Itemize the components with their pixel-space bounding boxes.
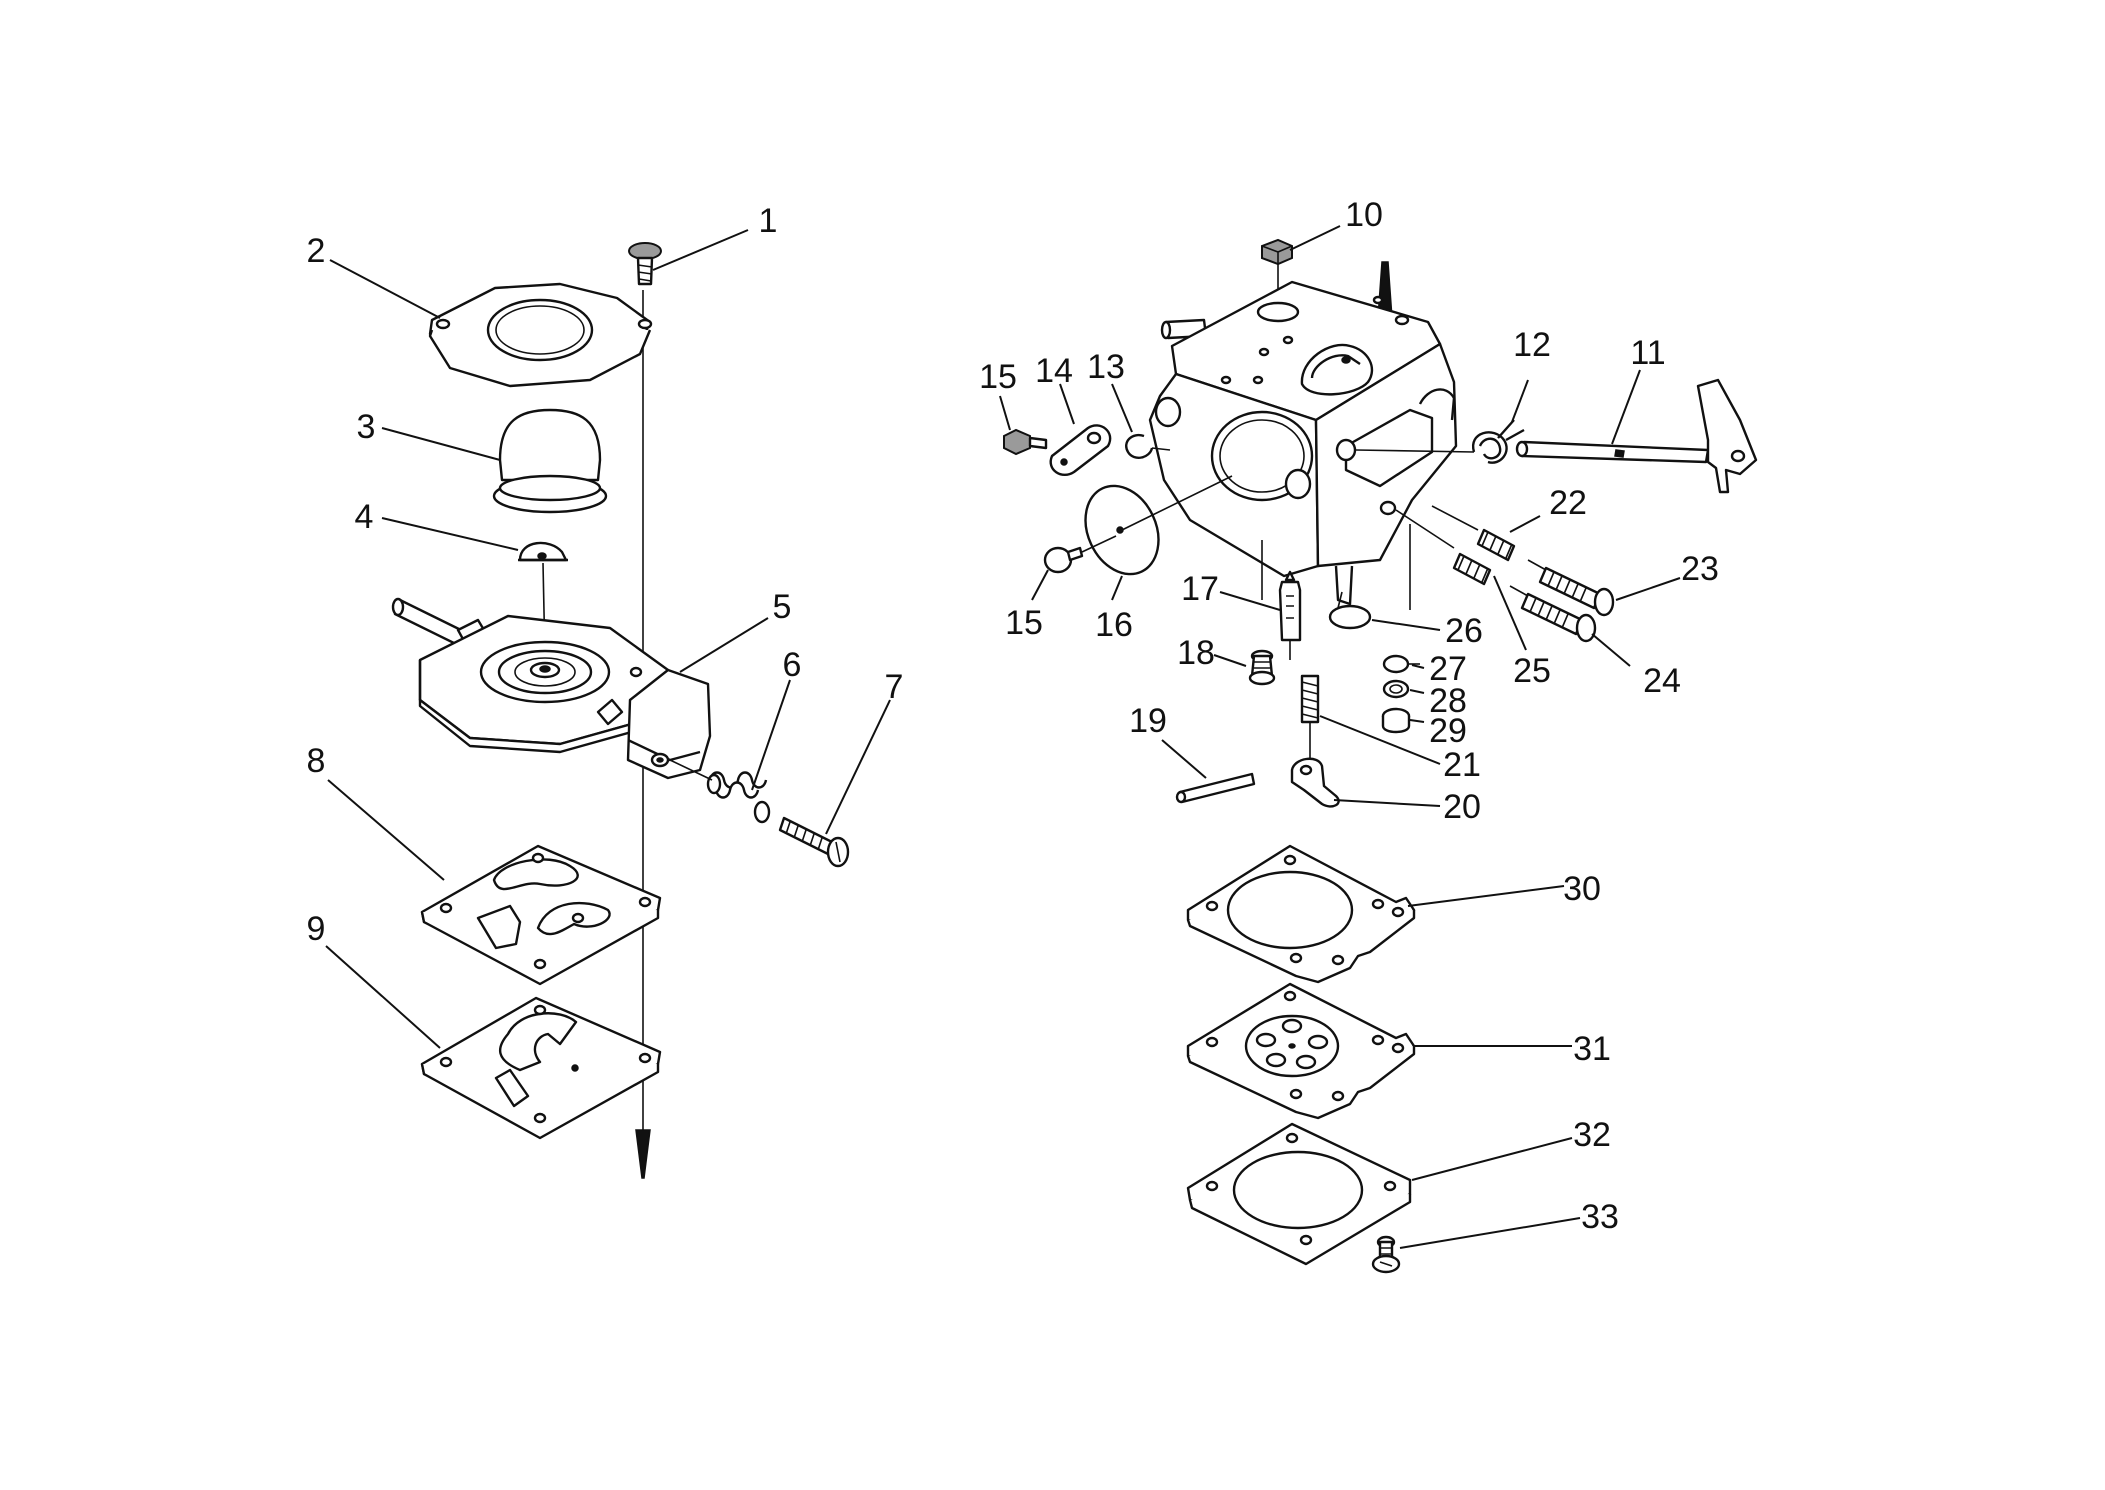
part-9-gasket[interactable] — [420, 996, 662, 1140]
part-24-screw[interactable] — [1509, 585, 1597, 643]
part-30-gasket[interactable] — [1186, 844, 1416, 984]
part-16-throttle-plate[interactable] — [1072, 474, 1233, 586]
label-33: 33 — [1581, 1198, 1619, 1236]
label-32: 32 — [1573, 1116, 1611, 1154]
label-2: 2 — [307, 232, 326, 270]
label-26: 26 — [1445, 612, 1483, 650]
label-16: 16 — [1095, 606, 1133, 644]
part-15-screw-top[interactable] — [1003, 428, 1048, 456]
leader-lines — [325, 225, 1681, 1249]
part-26-disc[interactable] — [1328, 591, 1372, 630]
label-28: 28 — [1429, 682, 1467, 720]
label-6: 6 — [783, 646, 802, 684]
part-23-screw[interactable] — [1527, 559, 1615, 617]
label-29: 29 — [1429, 712, 1467, 750]
label-21: 21 — [1443, 746, 1481, 784]
label-18: 18 — [1177, 634, 1215, 672]
part-31-diaphragm[interactable] — [1186, 982, 1416, 1120]
label-30: 30 — [1563, 870, 1601, 908]
part-27-washer[interactable] — [1382, 654, 1420, 674]
part-17-needle[interactable] — [1278, 570, 1302, 660]
label-13: 13 — [1087, 348, 1125, 386]
label-20: 20 — [1443, 788, 1481, 826]
part-7-adjusting-screw[interactable] — [778, 816, 850, 868]
carburetor-body[interactable] — [1148, 280, 1458, 610]
label-23: 23 — [1681, 550, 1719, 588]
part-18-screw[interactable] — [1248, 649, 1276, 686]
label-7: 7 — [885, 668, 904, 706]
part-1-screw[interactable] — [628, 242, 662, 286]
label-19: 19 — [1129, 702, 1167, 740]
label-15-top: 15 — [979, 358, 1017, 396]
part-28-o-ring[interactable] — [1382, 679, 1410, 699]
label-11: 11 — [1630, 334, 1665, 372]
label-4: 4 — [355, 498, 374, 536]
label-5: 5 — [773, 588, 792, 626]
part-3-primer-bulb[interactable] — [492, 408, 608, 514]
part-22-spring[interactable] — [1431, 505, 1516, 562]
part-2-cover[interactable] — [428, 282, 653, 388]
label-15-bottom: 15 — [1005, 604, 1043, 642]
label-12: 12 — [1513, 326, 1551, 364]
part-20-lever[interactable] — [1290, 754, 1340, 808]
part-32-cover[interactable] — [1186, 1122, 1412, 1266]
label-22: 22 — [1549, 484, 1587, 522]
label-27: 27 — [1429, 650, 1467, 688]
label-31: 31 — [1573, 1030, 1611, 1068]
part-19-pin[interactable] — [1175, 772, 1256, 804]
label-17: 17 — [1181, 570, 1219, 608]
label-24: 24 — [1643, 662, 1681, 700]
label-14: 14 — [1035, 352, 1073, 390]
part-14-lever[interactable] — [1049, 424, 1112, 477]
part-15-screw-bottom[interactable] — [1043, 535, 1117, 574]
part-33-screw[interactable] — [1371, 1235, 1401, 1274]
part-11-throttle-shaft[interactable] — [1515, 378, 1758, 494]
part-29-plug[interactable] — [1381, 707, 1411, 734]
part-10-nut[interactable] — [1261, 238, 1293, 306]
part-5-pump-body[interactable] — [391, 597, 712, 780]
label-25: 25 — [1513, 652, 1551, 690]
label-3: 3 — [357, 408, 376, 446]
part-25-spring[interactable] — [1395, 509, 1492, 586]
part-8-gasket[interactable] — [420, 844, 662, 986]
part-6-spring[interactable] — [669, 759, 771, 824]
part-21-spring[interactable] — [1300, 674, 1320, 754]
part-12-spring[interactable] — [1355, 419, 1525, 464]
part-13-circlip[interactable] — [1125, 433, 1171, 459]
part-number-labels: 1 2 3 4 5 6 7 8 9 10 11 12 13 14 15 15 1… — [307, 196, 1719, 1236]
label-1: 1 — [759, 202, 778, 240]
label-10: 10 — [1345, 196, 1383, 234]
label-9: 9 — [307, 910, 326, 948]
label-8: 8 — [307, 742, 326, 780]
